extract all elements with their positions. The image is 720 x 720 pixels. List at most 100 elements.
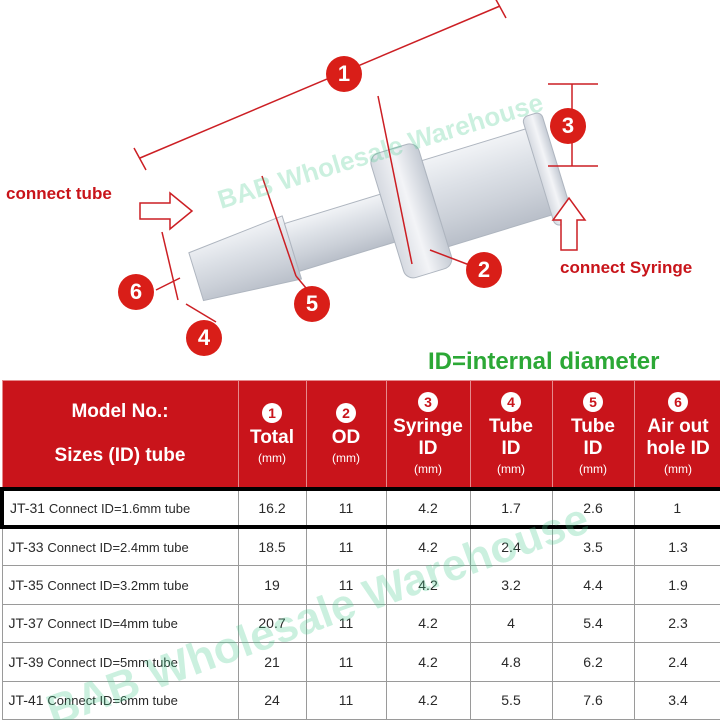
col-label: Tube [571, 415, 615, 437]
model-size: Connect ID=6mm tube [47, 693, 178, 709]
syringe-id-cell: 4.2 [385, 526, 471, 566]
model-size: Connect ID=3.2mm tube [47, 577, 189, 593]
od-cell: 11 [305, 526, 387, 566]
total-cell: 18.5 [237, 526, 307, 566]
air-hole-cell: 1.9 [633, 565, 720, 605]
model-number: JT-31 [10, 499, 46, 516]
col-air-hole-header: 6 Air out hole ID (mm) [633, 380, 720, 489]
col-unit: (mm) [579, 461, 607, 476]
syringe-id-cell: 4.2 [385, 680, 471, 720]
model-header-line2: Sizes (ID) tube [54, 444, 186, 466]
col-number-badge: 6 [668, 391, 688, 412]
col-label: Syringe [393, 415, 463, 437]
col-label: OD [331, 426, 361, 448]
tube-id-cell: 2.4 [469, 526, 553, 566]
od-cell: 11 [305, 680, 387, 720]
col-unit: (mm) [332, 450, 360, 465]
model-number: JT-41 [8, 692, 44, 709]
model-cell: JT-39 Connect ID=5mm tube [1, 642, 239, 682]
col-label-2: ID [418, 437, 438, 459]
col-tube-od-header: 5 Tube ID (mm) [551, 380, 635, 489]
col-tube-id-header: 4 Tube ID (mm) [469, 380, 553, 489]
col-number-badge: 5 [583, 391, 603, 412]
model-size: Connect ID=1.6mm tube [48, 500, 191, 516]
col-label: Tube [489, 415, 533, 437]
syringe-id-cell: 4.2 [385, 603, 471, 643]
callout-3: 3 [550, 108, 586, 144]
model-size: Connect ID=4mm tube [47, 616, 178, 632]
model-cell: JT-33 Connect ID=2.4mm tube [1, 526, 239, 566]
od-cell: 11 [305, 642, 387, 682]
model-header: Model No.: Sizes (ID) tube [1, 380, 239, 489]
col-label: Total [250, 426, 294, 448]
od-cell: 11 [305, 565, 387, 605]
tube-id-cell: 4 [469, 603, 553, 643]
col-number-badge: 3 [418, 391, 438, 412]
air-hole-cell: 2.3 [633, 603, 720, 643]
col-unit: (mm) [414, 461, 442, 476]
tube-od-cell: 5.4 [551, 603, 635, 643]
total-cell: 21 [237, 642, 307, 682]
total-cell: 20.7 [237, 603, 307, 643]
col-label-2: hole ID [646, 437, 710, 459]
connector-illustration [133, 0, 598, 323]
id-definition-note: ID=internal diameter [428, 348, 660, 375]
tube-od-cell: 4.4 [551, 565, 635, 605]
model-size: Connect ID=2.4mm tube [47, 540, 189, 555]
tube-od-cell: 2.6 [551, 486, 635, 529]
col-number-badge: 4 [501, 391, 521, 412]
col-total-header: 1 Total (mm) [237, 380, 307, 489]
connect-syringe-label: connect Syringe [560, 258, 693, 277]
tube-od-cell: 7.6 [551, 680, 635, 720]
model-number: JT-35 [8, 576, 44, 593]
callout-6: 6 [118, 274, 154, 310]
od-cell: 11 [305, 486, 387, 529]
model-size: Connect ID=5mm tube [47, 654, 178, 670]
air-hole-cell: 2.4 [633, 642, 720, 682]
table-header-row: Model No.: Sizes (ID) tube 1 Total (mm) … [1, 380, 720, 489]
model-number: JT-33 [8, 539, 44, 555]
model-cell: JT-35 Connect ID=3.2mm tube [1, 565, 239, 605]
col-od-header: 2 OD (mm) [305, 380, 387, 489]
air-hole-cell: 1 [633, 486, 720, 529]
tube-od-cell: 3.5 [551, 526, 635, 566]
col-syringe-id-header: 3 Syringe ID (mm) [385, 380, 471, 489]
tube-id-cell: 4.8 [469, 642, 553, 682]
model-cell: JT-37 Connect ID=4mm tube [1, 603, 239, 643]
connect-tube-label: connect tube [6, 184, 112, 203]
syringe-id-cell: 4.2 [385, 565, 471, 605]
air-hole-cell: 3.4 [633, 680, 720, 720]
tube-id-cell: 5.5 [469, 680, 553, 720]
callout-4: 4 [186, 320, 222, 356]
air-hole-cell: 1.3 [633, 526, 720, 566]
model-header-line1: Model No.: [71, 400, 169, 422]
tube-id-cell: 3.2 [469, 565, 553, 605]
col-unit: (mm) [664, 461, 692, 476]
product-diagram: 1 2 3 4 5 6 connect tube connect Syringe… [6, 0, 693, 375]
col-label-2: ID [583, 437, 603, 459]
syringe-id-cell: 4.2 [385, 642, 471, 682]
callout-1: 1 [326, 56, 362, 92]
col-label-2: ID [501, 437, 521, 459]
callout-2: 2 [466, 252, 502, 288]
spec-table: Model No.: Sizes (ID) tube 1 Total (mm) … [0, 380, 720, 720]
total-cell: 19 [237, 565, 307, 605]
total-cell: 24 [237, 680, 307, 720]
tube-od-cell: 6.2 [551, 642, 635, 682]
model-number: JT-37 [8, 615, 44, 632]
col-number-badge: 2 [336, 402, 356, 423]
col-label: Air out [647, 415, 709, 437]
total-cell: 16.2 [237, 486, 307, 529]
od-cell: 11 [305, 603, 387, 643]
model-number: JT-39 [8, 653, 44, 670]
callout-5: 5 [294, 286, 330, 322]
model-cell: JT-41 Connect ID=6mm tube [1, 680, 239, 720]
